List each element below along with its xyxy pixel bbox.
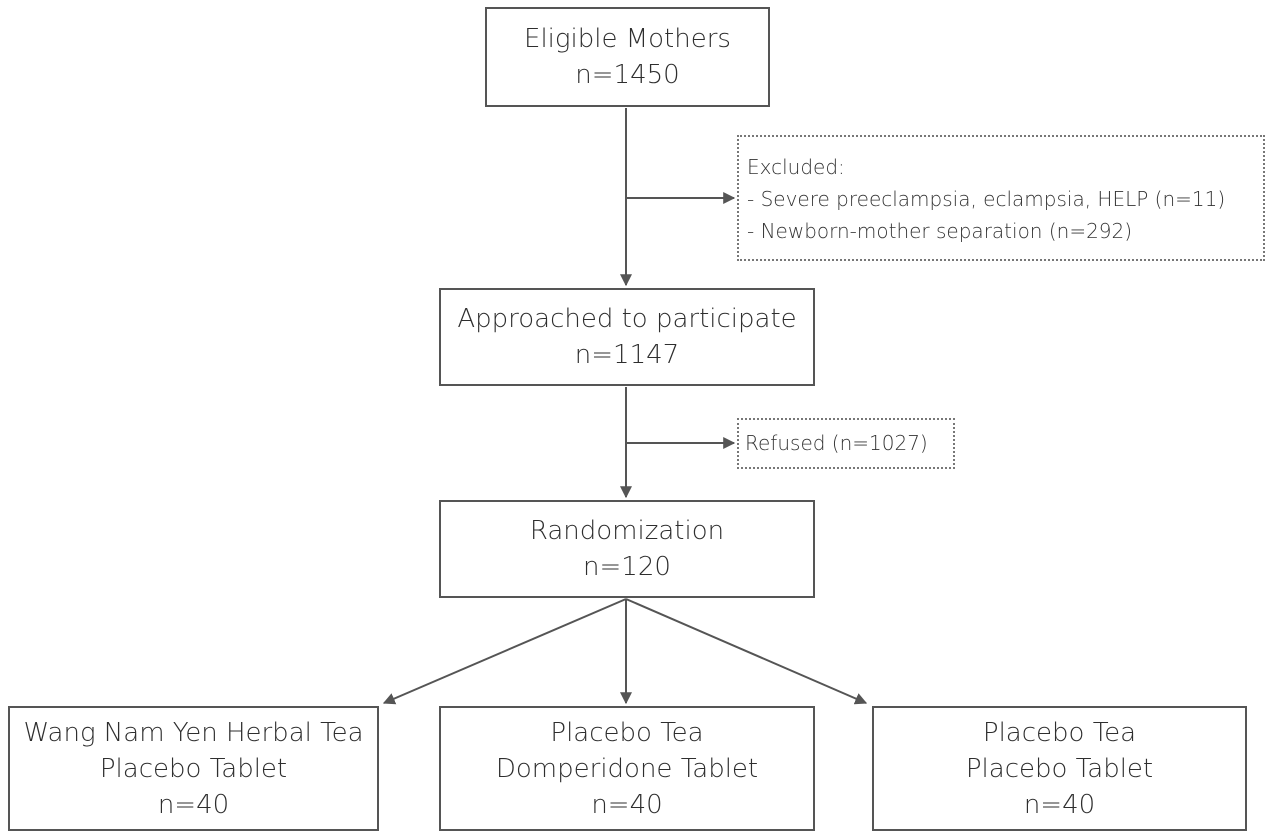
arm-box-herbal-tea: Wang Nam Yen Herbal Tea Placebo Tablet n…: [8, 706, 379, 831]
eligible-mothers-title: Eligible Mothers: [524, 24, 731, 54]
eligible-mothers-count: n=1450: [575, 60, 680, 90]
arm-count: n=40: [1023, 789, 1096, 820]
arm-line2: Placebo Tablet: [965, 753, 1154, 784]
arm-box-domperidone: Placebo Tea Domperidone Tablet n=40: [439, 706, 815, 831]
refused-box: Refused (n=1027): [737, 418, 955, 469]
approached-count: n=1147: [574, 340, 680, 370]
arm-line2: Placebo Tablet: [99, 753, 288, 784]
excluded-item: - Severe preeclampsia, eclampsia, HELP (…: [747, 187, 1226, 211]
arm-line2: Domperidone Tablet: [495, 753, 759, 784]
excluded-item: - Newborn-mother separation (n=292): [747, 219, 1133, 243]
arrow-randomization-to-arm3: [625, 598, 868, 705]
randomization-title: Randomization: [529, 516, 725, 546]
approached-box: Approached to participate n=1147: [439, 288, 815, 386]
arm-line1: Placebo Tea: [550, 717, 704, 748]
arrow-randomization-to-arm1: [382, 598, 627, 705]
approached-title: Approached to participate: [457, 304, 797, 334]
arm-line1: Wang Nam Yen Herbal Tea: [23, 717, 364, 748]
excluded-heading: Excluded:: [747, 155, 845, 179]
arm-count: n=40: [591, 789, 663, 820]
eligible-mothers-box: Eligible Mothers n=1450: [485, 7, 770, 107]
randomization-box: Randomization n=120: [439, 500, 815, 598]
excluded-box: Excluded: - Severe preeclampsia, eclamps…: [737, 135, 1265, 261]
arm-count: n=40: [157, 789, 230, 820]
arm-box-placebo: Placebo Tea Placebo Tablet n=40: [872, 706, 1247, 831]
refused-text: Refused (n=1027): [745, 431, 928, 455]
randomization-count: n=120: [583, 552, 671, 582]
arm-line1: Placebo Tea: [982, 717, 1137, 748]
